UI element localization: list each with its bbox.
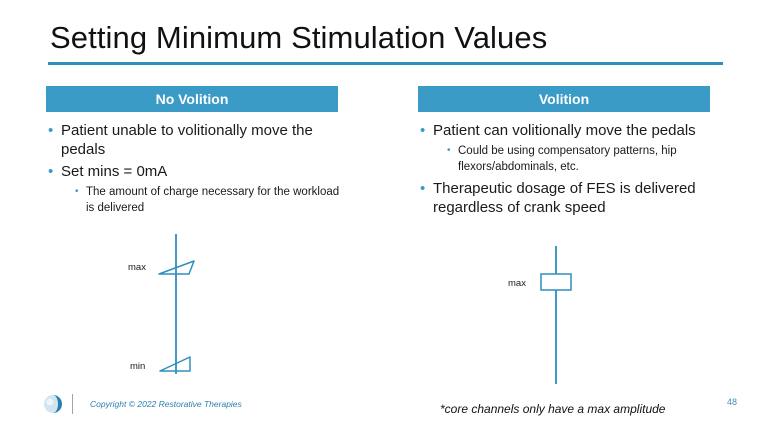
bullet-item: • Therapeutic dosage of FES is delivered… bbox=[418, 179, 738, 217]
no-volition-bullet-list: • Patient unable to volitionally move th… bbox=[46, 121, 346, 220]
footer-divider bbox=[72, 394, 73, 414]
sub-bullet-text: Could be using compensatory patterns, hi… bbox=[458, 145, 677, 173]
copyright-text: Copyright © 2022 Restorative Therapies bbox=[90, 399, 242, 409]
bullet-dot-icon: • bbox=[48, 122, 54, 139]
bullet-item: • Patient can volitionally move the peda… bbox=[418, 121, 738, 140]
restorative-therapies-logo-icon bbox=[44, 395, 62, 413]
volition-bullet-list: • Patient can volitionally move the peda… bbox=[418, 121, 738, 220]
sub-bullet-text: The amount of charge necessary for the w… bbox=[86, 186, 340, 214]
bullet-dot-icon: • bbox=[447, 145, 451, 156]
min-marker-icon bbox=[159, 356, 191, 372]
no-volition-header: No Volition bbox=[46, 86, 338, 112]
slide-title: Setting Minimum Stimulation Values bbox=[50, 20, 548, 55]
bullet-dot-icon: • bbox=[48, 163, 54, 180]
bullet-text: Patient unable to volitionally move the … bbox=[61, 122, 313, 158]
bullet-dot-icon: • bbox=[420, 180, 426, 197]
bullet-text: Therapeutic dosage of FES is delivered r… bbox=[433, 180, 696, 216]
volition-range-diagram: max bbox=[508, 246, 572, 384]
max-label: max bbox=[128, 262, 146, 273]
bullet-text: Patient can volitionally move the pedals bbox=[433, 122, 696, 139]
max-marker-icon bbox=[158, 260, 195, 275]
sub-bullet-item: • Could be using compensatory patterns, … bbox=[418, 143, 738, 175]
sub-bullet-item: • The amount of charge necessary for the… bbox=[46, 184, 346, 216]
max-label: max bbox=[508, 278, 526, 289]
bullet-item: • Patient unable to volitionally move th… bbox=[46, 121, 346, 159]
min-label: min bbox=[130, 361, 145, 372]
no-volition-range-diagram: max min bbox=[128, 234, 195, 374]
bullet-dot-icon: • bbox=[75, 186, 79, 197]
footnote-text: *core channels only have a max amplitude bbox=[440, 402, 666, 416]
page-number: 48 bbox=[727, 397, 738, 407]
title-underline bbox=[48, 62, 723, 65]
bullet-text: Set mins = 0mA bbox=[61, 163, 168, 180]
bullet-dot-icon: • bbox=[420, 122, 426, 139]
bullet-item: • Set mins = 0mA bbox=[46, 162, 346, 181]
volition-header: Volition bbox=[418, 86, 710, 112]
max-handle-icon bbox=[540, 273, 572, 291]
